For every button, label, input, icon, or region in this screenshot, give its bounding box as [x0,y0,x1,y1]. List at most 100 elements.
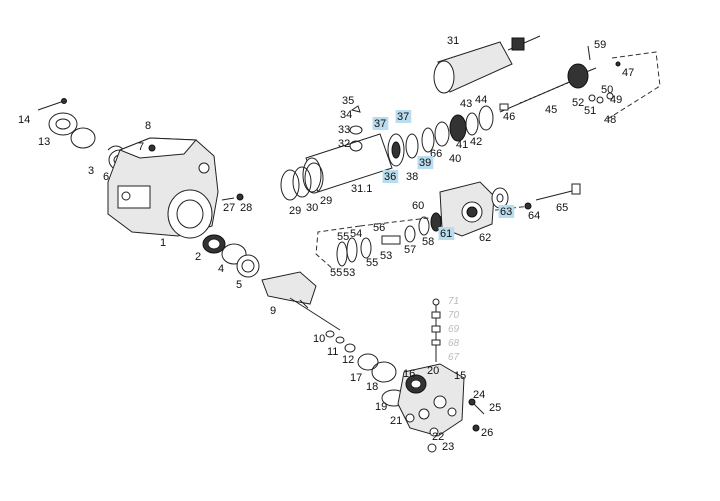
cover-13 [48,112,78,136]
callout-16: 16 [403,368,415,380]
callout-text: 12 [342,354,354,366]
faded-label-68: 68 [448,338,460,349]
callout-text: 4 [218,263,224,275]
callout-50: 50 [601,84,613,96]
ring-4 [221,243,247,265]
callout-29: 29 [320,195,332,207]
callout-61: 61 [438,227,455,240]
callout-55: 55 [337,231,349,243]
callout-47: 47 [622,67,634,79]
callout-text: 48 [604,114,616,126]
callout-text: 16 [403,368,415,380]
callout-text: 59 [594,39,606,51]
valve-body-62 [439,181,495,237]
ring-3 [70,127,96,149]
callout-highlight [395,110,412,123]
callout-5: 5 [236,279,242,291]
pin-59 [587,45,591,61]
callout-text: 61 [440,228,452,240]
callout-text: 49 [610,94,622,106]
callout-text: 7 [138,141,144,153]
callout-text: 42 [470,136,482,148]
callout-25: 25 [489,402,501,414]
seal-5 [236,254,260,278]
dash-frame-upper [605,51,661,121]
callout-text: 17 [350,372,362,384]
small-parts-10-12 [325,330,356,353]
callout-44: 44 [475,94,487,106]
callout-text: 53 [380,250,392,262]
callout-text: 41 [456,139,468,151]
callout-text: 45 [545,104,557,116]
callout-text: 37 [374,118,386,130]
callout-12: 12 [342,354,354,366]
callout-text: 26 [481,427,493,439]
callout-40: 40 [449,153,461,165]
callout-text: 57 [404,244,416,256]
callout-text: 13 [38,136,50,148]
callout-17: 17 [350,372,362,384]
callout-text: 29 [320,195,332,207]
callout-48: 48 [604,114,616,126]
faded-label-67: 67 [448,352,460,363]
small-parts-32-35 [349,105,363,152]
bolt-64-65 [524,183,581,210]
callout-text: 46 [503,111,515,123]
callout-text: 55 [330,267,342,279]
callout-49: 49 [610,94,622,106]
callout-text: 32 [338,138,350,150]
bolts-24-26 [468,398,485,432]
callout-34: 34 [340,109,352,121]
callout-35: 35 [342,95,354,107]
callout-text: 11 [327,346,338,358]
callout-text: 10 [313,333,325,345]
callout-36: 36 [382,170,399,183]
callout-29: 29 [289,205,301,217]
callout-24: 24 [473,389,485,401]
callout-text: 20 [427,365,439,377]
callout-65: 65 [556,202,568,214]
callout-text: 50 [601,84,613,96]
callout-highlight [382,170,399,183]
seal-63 [491,187,509,209]
faded-label-70: 70 [448,310,460,321]
callout-text: 33 [338,124,350,136]
callout-8: 8 [145,120,151,132]
callout-text: 35 [342,95,354,107]
callout-text: 1 [160,237,166,249]
callout-15: 15 [454,370,466,382]
callout-52: 52 [572,97,584,109]
callout-highlight [438,227,455,240]
callout-60: 60 [412,200,424,212]
callout-46: 46 [503,111,515,123]
callout-62: 62 [479,232,491,244]
callout-57: 57 [404,244,416,256]
callout-text: 30 [306,202,318,214]
callout-53: 53 [343,267,355,279]
callout-43: 43 [460,98,472,110]
callout-20: 20 [427,365,439,377]
callout-21: 21 [390,415,402,427]
callout-text: 51 [584,105,596,117]
callout-text: 6 [103,171,109,183]
callout-text: 39 [419,157,431,169]
callout-text: 14 [18,114,30,126]
callout-19: 19 [375,401,387,413]
valve-stack-67-71 [431,298,441,362]
callout-41: 41 [456,139,468,151]
callout-text: 38 [406,171,418,183]
callout-highlight [417,156,434,169]
screw-27-28 [221,193,244,201]
callout-59: 59 [594,39,606,51]
callout-28: 28 [240,202,252,214]
callout-text: 5 [236,279,242,291]
callout-55: 55 [330,267,342,279]
faded-label-71: 71 [448,296,459,307]
piston-36-38 [387,133,419,167]
callout-56: 56 [373,222,385,234]
cylinder-31-1 [302,133,393,193]
shaft-9 [261,271,341,331]
callout-30: 30 [306,202,318,214]
callout-7: 7 [138,141,144,153]
